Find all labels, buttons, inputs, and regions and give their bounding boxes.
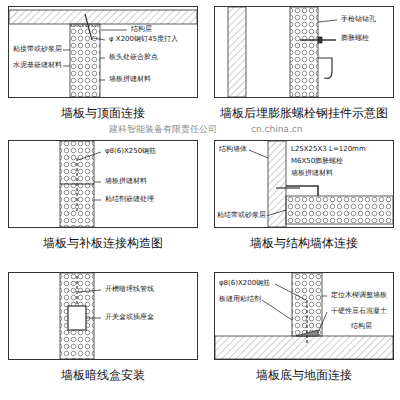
panel-title: 墙板与顶面连接 <box>3 105 203 122</box>
annotation-label: 墙板拼缝材料 <box>104 178 148 186</box>
conduit <box>76 276 77 306</box>
annotation-label: 粘结剂嵌缝处理 <box>104 196 155 204</box>
annotation-label: 干硬性豆石混凝土 <box>330 308 388 316</box>
structure-wall <box>228 7 246 97</box>
annotation-label: φ8(6)X200钢筋 <box>218 280 271 288</box>
detail-panel: 墙板与补板连接构造图 <box>8 140 198 228</box>
annotation-label: 手枪钻钻孔 <box>340 16 377 24</box>
annotation-label: 结构层 <box>130 26 153 34</box>
structure-wall <box>268 141 286 227</box>
annotation-label: 板缝用粘结剂 <box>218 296 262 304</box>
rebar <box>76 158 77 212</box>
annotation-label: 开关盒或插座盒 <box>104 314 155 322</box>
wall-board <box>60 273 94 359</box>
wall-board <box>290 7 318 97</box>
annotation-label: 开槽暗埋线管线 <box>104 286 155 294</box>
annotation-label: φ8(6)X250钢筋 <box>104 148 157 156</box>
panel-title: 墙板与补板连接构造图 <box>3 235 203 252</box>
annotation-label: 墙板拼缝材料 <box>290 170 334 178</box>
bolt <box>276 187 300 188</box>
wall-board <box>60 141 94 227</box>
annotation-label: 粘接带或砂浆层 <box>12 46 63 54</box>
rebar <box>306 300 307 345</box>
panel-title: 墙板暗线盒安装 <box>3 367 203 384</box>
watermark: cn.china.cn <box>250 125 303 135</box>
annotation-label: 水泥基嵌缝材料 <box>12 62 63 70</box>
annotation-label: 墙板拼缝材料 <box>108 76 152 84</box>
annotation-label: 结构层 <box>350 323 373 331</box>
annotation-label: 板头处嵌合胶点 <box>108 54 159 62</box>
ceiling-slab <box>9 10 197 24</box>
panel-title: 墙板底与地面连接 <box>209 367 399 384</box>
floor-slab <box>215 336 393 359</box>
nail <box>85 14 92 40</box>
junction-box <box>68 306 86 330</box>
annotation-label: 结构墙体 <box>218 146 248 154</box>
annotation-label: φ X200钢钉45度打入 <box>108 36 179 44</box>
watermark: 建科智能装备有限责任公司 <box>108 125 218 135</box>
wall-board <box>286 196 393 224</box>
annotation-label: M6X50膨胀螺栓 <box>290 158 344 166</box>
annotation-label: 定位木楔调整墙板 <box>330 292 388 300</box>
annotation-label: 粘结带或砂浆层 <box>216 212 267 220</box>
panel-title: 墙板后埋膨胀螺栓钢挂件示意图 <box>209 105 399 122</box>
steel-hook <box>318 58 332 78</box>
wall-board <box>70 24 100 97</box>
annotation-label: 膨胀螺栓 <box>340 35 370 43</box>
panel-title: 墙板与结构墙体连接 <box>209 235 399 252</box>
detail-panel: 墙板暗线盒安装 <box>8 272 198 360</box>
annotation-label: L25X25X3 L=120mm <box>290 146 367 154</box>
